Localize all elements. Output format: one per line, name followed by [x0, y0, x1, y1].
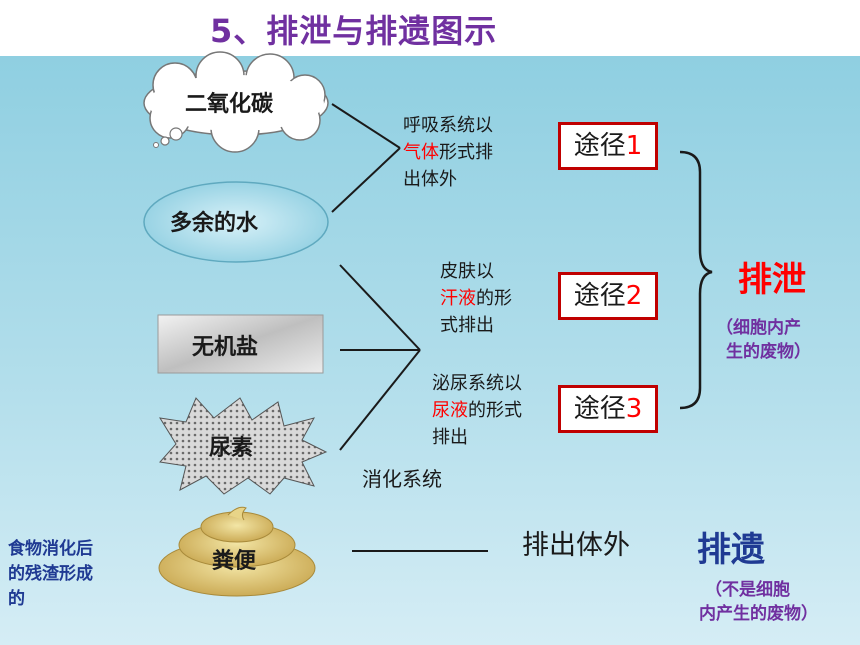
route2-box: 途径2	[558, 272, 658, 320]
route1-desc-pre: 呼吸系统以	[403, 115, 493, 136]
salt-rect	[157, 314, 324, 374]
route2-desc-end: 式排出	[440, 315, 494, 336]
route1-lines	[331, 103, 401, 213]
route23-lines	[339, 264, 421, 451]
route2-box-num: 2	[625, 281, 643, 311]
route2-desc-pre: 皮肤以	[440, 261, 494, 282]
route1-box: 途径1	[558, 122, 658, 170]
page-title: 5、排泄与排遗图示	[210, 12, 498, 50]
feces-note-line1: 食物消化后	[8, 539, 93, 559]
route1-desc-end: 出体外	[403, 169, 457, 190]
water-label: 多余的水	[170, 211, 259, 236]
route3-box-num: 3	[625, 394, 643, 424]
egestion-note-line2: 内产生的废物）	[699, 604, 818, 624]
route3-desc-end: 排出	[432, 427, 468, 448]
route1-desc-post: 形式排	[439, 142, 493, 163]
route1-box-num: 1	[625, 131, 643, 161]
feces-label: 粪便	[212, 549, 257, 574]
egestion-note-line1: （不是细胞	[705, 580, 790, 600]
feces-note-line3: 的	[8, 589, 25, 609]
excretion-brace	[679, 150, 713, 410]
title-bar: 5、排泄与排遗图示	[0, 0, 860, 55]
route1-desc: 呼吸系统以 气体形式排 出体外	[403, 112, 493, 193]
urea-burst	[159, 397, 328, 495]
route3-box: 途径3	[558, 385, 658, 433]
route3-box-label: 途径	[573, 394, 626, 424]
water-ellipse	[143, 181, 329, 263]
diagram-panel	[0, 56, 860, 645]
route3-desc-highlight: 尿液	[432, 400, 468, 421]
egestion-action: 排出体外	[522, 530, 630, 561]
urea-label: 尿素	[209, 436, 254, 461]
route3-desc-pre: 泌尿系统以	[432, 373, 522, 394]
route1-desc-highlight: 气体	[403, 142, 439, 163]
egestion-note: （不是细胞 内产生的废物）	[699, 578, 818, 626]
excretion-title: 排泄	[738, 260, 806, 300]
feces-note-line2: 的残渣形成	[8, 564, 93, 584]
route3-desc-post: 的形式	[468, 400, 522, 421]
co2-label: 二氧化碳	[185, 92, 274, 117]
digestive-system-label: 消化系统	[362, 467, 442, 491]
route2-box-label: 途径	[573, 281, 626, 311]
feces-side-note: 食物消化后 的残渣形成 的	[8, 537, 93, 612]
route2-desc-highlight: 汗液	[440, 288, 476, 309]
excretion-note: （细胞内产 生的废物）	[716, 316, 811, 364]
feces-shape	[158, 506, 316, 597]
route3-desc: 泌尿系统以 尿液的形式 排出	[432, 370, 522, 451]
cloud-shape	[143, 51, 329, 153]
egestion-title: 排遗	[697, 530, 765, 570]
route2-desc: 皮肤以 汗液的形 式排出	[440, 258, 512, 339]
excretion-note-line1: （细胞内产	[716, 318, 801, 338]
route2-desc-post: 的形	[476, 288, 512, 309]
excretion-note-line2: 生的废物）	[726, 342, 811, 362]
salt-label: 无机盐	[192, 335, 259, 360]
route1-box-label: 途径	[573, 131, 626, 161]
